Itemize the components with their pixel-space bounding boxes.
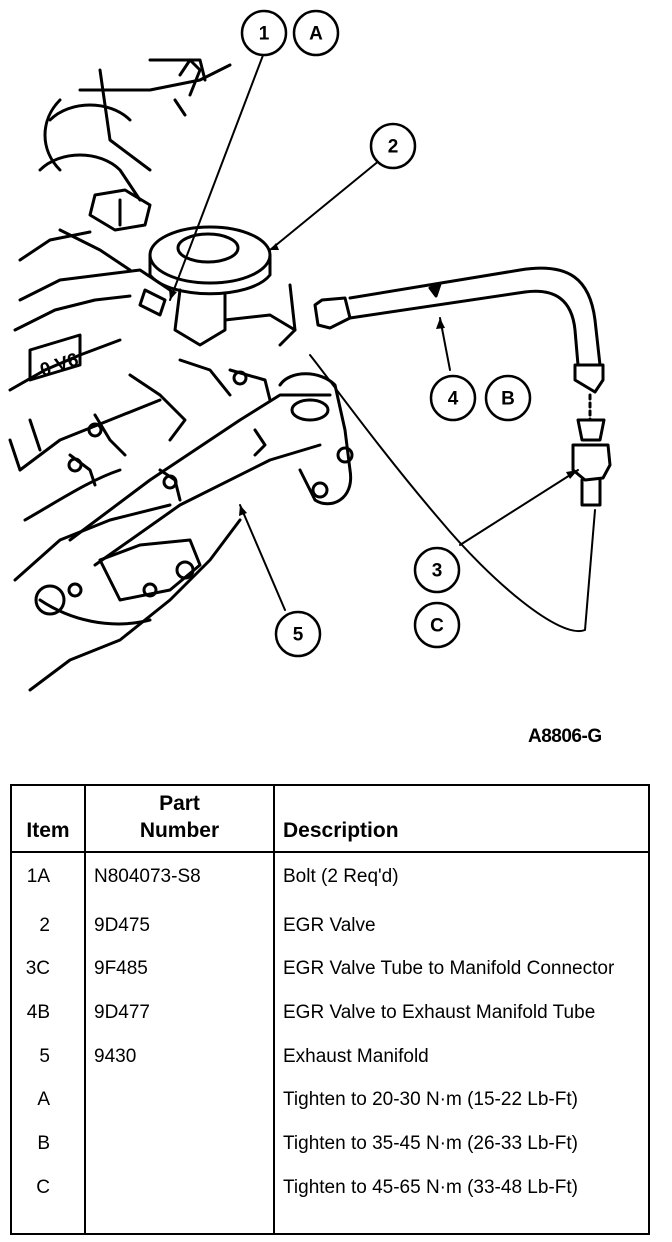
egr-tube-drawing — [313, 266, 612, 507]
table-row: C Tighten to 45-65 N·m (33-48 Lb-Ft) — [11, 1173, 649, 1234]
row-item: A — [37, 1089, 50, 1111]
header-item: Item — [11, 785, 85, 853]
row-item: 4B — [26, 1002, 50, 1024]
row-part-number — [84, 1130, 274, 1174]
header-part-number: Part Number — [84, 785, 274, 853]
callout-3-circle — [413, 546, 461, 594]
row-part-number: 9D477 — [84, 999, 274, 1043]
row-description: Tighten to 35-45 N·m (26-33 Lb-Ft) — [273, 1130, 649, 1174]
callout-c-label: C — [430, 616, 444, 637]
callout-b-circle — [484, 374, 532, 422]
callout-2-label: 2 — [388, 137, 399, 158]
callout-1-circle — [240, 9, 288, 57]
row-part-number: 9F485 — [84, 955, 274, 1000]
egr-valve-drawing — [138, 225, 297, 347]
row-description: Exhaust Manifold — [273, 1042, 649, 1087]
row-description: Tighten to 20-30 N·m (15-22 Lb-Ft) — [273, 1086, 649, 1131]
callout-4-circle — [429, 374, 477, 422]
callout-b-label: B — [501, 389, 515, 410]
callout-5-label: 5 — [293, 625, 304, 646]
callout-c-circle — [413, 601, 461, 649]
row-part-number: 9D475 — [84, 911, 274, 956]
table-row: 2 9D475 EGR Valve — [11, 911, 649, 956]
header-description: Description — [273, 785, 649, 853]
row-item: 2 — [39, 914, 50, 936]
exhaust-manifold-drawing — [67, 358, 354, 567]
row-item: C — [36, 1176, 50, 1198]
figure-code: A8806-G — [528, 726, 602, 747]
row-description: EGR Valve to Exhaust Manifold Tube — [273, 999, 649, 1043]
table-row: 4B 9D477 EGR Valve to Exhaust Manifold T… — [11, 999, 649, 1043]
row-item: 5 — [39, 1045, 50, 1067]
row-description: Bolt (2 Req'd) — [273, 851, 649, 912]
callout-3-label: 3 — [432, 561, 443, 582]
engine-badge-label: 0 V6 — [38, 349, 82, 381]
callout-2-circle — [369, 122, 417, 170]
row-description: EGR Valve — [273, 911, 649, 956]
table-row: A Tighten to 20-30 N·m (15-22 Lb-Ft) — [11, 1086, 649, 1131]
table-row: B Tighten to 35-45 N·m (26-33 Lb-Ft) — [11, 1130, 649, 1174]
row-part-number: N804073-S8 — [84, 851, 274, 912]
egr-exploded-view-illustration: 0 V6 1 A 2 4 B 3 C 5 — [8, 9, 612, 692]
row-item: 1A — [26, 865, 50, 887]
callout-4-label: 4 — [448, 389, 459, 410]
row-part-number — [84, 1173, 274, 1234]
callout-a-label: A — [309, 24, 323, 45]
callout-a-circle — [292, 9, 340, 57]
header-part-line2: Number — [139, 819, 220, 843]
parts-table: Item Part Number Description 1A N804073-… — [10, 784, 650, 1235]
table-row: 3C 9F485 EGR Valve Tube to Manifold Conn… — [11, 955, 649, 1000]
row-part-number — [84, 1086, 274, 1131]
row-item: B — [37, 1133, 50, 1155]
row-description: EGR Valve Tube to Manifold Connector — [273, 955, 649, 1000]
callout-5-circle — [274, 610, 322, 658]
callout-1-label: 1 — [259, 24, 270, 45]
table-header-row: Item Part Number Description — [11, 785, 649, 853]
engine-block-drawing — [8, 58, 242, 692]
callout-leaders — [169, 49, 596, 633]
row-item: 3C — [25, 958, 50, 980]
table-row: 1A N804073-S8 Bolt (2 Req'd) — [11, 851, 649, 912]
header-part-line1: Part — [159, 792, 200, 815]
row-description: Tighten to 45-65 N·m (33-48 Lb-Ft) — [273, 1173, 649, 1234]
row-part-number: 9430 — [84, 1042, 274, 1087]
table-row: 5 9430 Exhaust Manifold — [11, 1042, 649, 1087]
